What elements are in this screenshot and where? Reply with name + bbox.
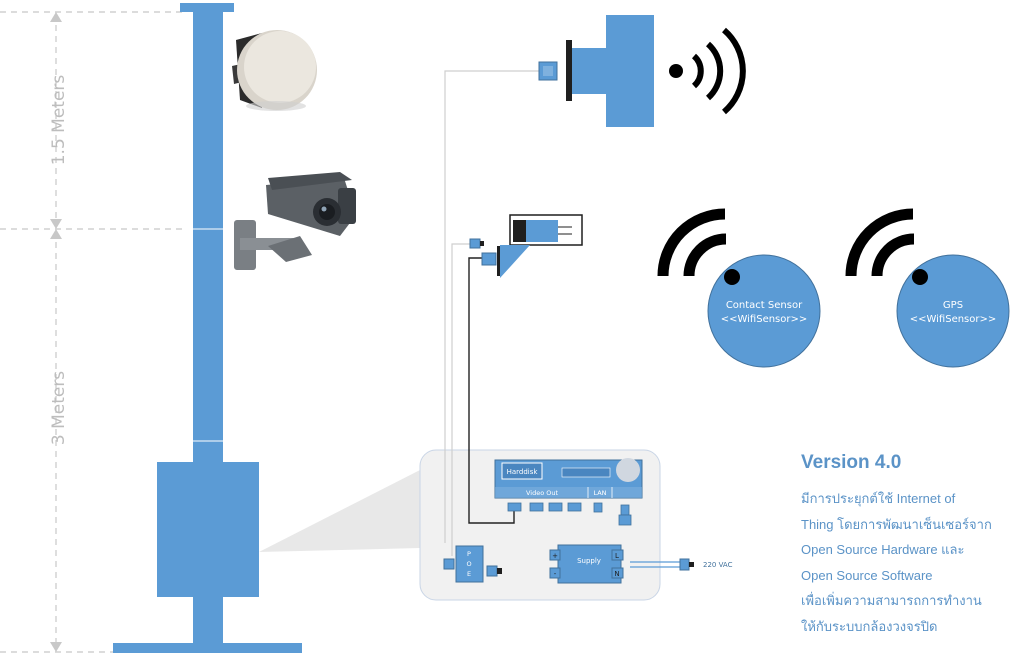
- version-notes: Version 4.0 มีการประยุกต์ใช้ Internet of…: [801, 452, 1016, 639]
- version-title: Version 4.0: [801, 452, 902, 473]
- nvr-recorder: [494, 458, 643, 499]
- network-cables: [444, 70, 682, 568]
- supply-n: N: [614, 570, 619, 578]
- nvr-ports: [507, 502, 632, 526]
- gps-sensor-name: GPS: [943, 300, 963, 311]
- supply-minus: -: [554, 570, 557, 578]
- poe-label-e: E: [467, 570, 471, 578]
- dimension-lines: [0, 11, 185, 653]
- version-line: Thing โดยการพัฒนาเซ็นเซอร์จาก: [801, 516, 992, 532]
- gps-sensor-node: [845, 208, 1010, 368]
- contact-sensor-node: [657, 208, 821, 368]
- poe-label-o: O: [466, 560, 471, 568]
- mains-voltage-label: 220 VAC: [703, 561, 733, 569]
- camera-adapter: [469, 214, 583, 278]
- mains-plug-icon: [679, 558, 694, 571]
- nvr-harddisk-label: Harddisk: [507, 468, 539, 476]
- power-supply: [549, 544, 624, 584]
- antenna-dish-icon: [232, 30, 317, 111]
- dimension-arrowheads: [50, 12, 62, 652]
- broadcast-signal-icon: [669, 27, 746, 115]
- version-line: Open Source Hardware และ: [801, 542, 965, 557]
- dimension-label-3m: 3 Meters: [49, 371, 69, 445]
- contact-sensor-type: <<WifiSensor>>: [721, 314, 808, 325]
- version-line: เพื่อเพิ่มความสามารถการทำงาน: [801, 593, 982, 608]
- nvr-video-out-label: Video Out: [526, 489, 559, 497]
- poe-label-p: P: [467, 550, 471, 558]
- supply-l: L: [615, 552, 619, 560]
- cctv-camera-icon: [234, 172, 356, 270]
- pole-cabinet: [157, 462, 259, 597]
- access-point: [538, 15, 654, 127]
- pole: [113, 3, 302, 653]
- dimension-label-1-5m: 1.5 Meters: [49, 75, 69, 166]
- version-line: Open Source Software: [801, 567, 933, 583]
- version-line: มีการประยุกต์ใช้ Internet of: [801, 491, 956, 506]
- gps-sensor-type: <<WifiSensor>>: [910, 314, 997, 325]
- poe-injector: [443, 545, 502, 583]
- nvr-lan-label: LAN: [593, 489, 606, 497]
- supply-label: Supply: [577, 557, 601, 565]
- supply-plus: +: [552, 552, 558, 560]
- zoom-cone: [259, 470, 420, 552]
- contact-sensor-name: Contact Sensor: [726, 300, 803, 311]
- version-line: ให้กับระบบกล้องวงจรปิด: [801, 618, 938, 634]
